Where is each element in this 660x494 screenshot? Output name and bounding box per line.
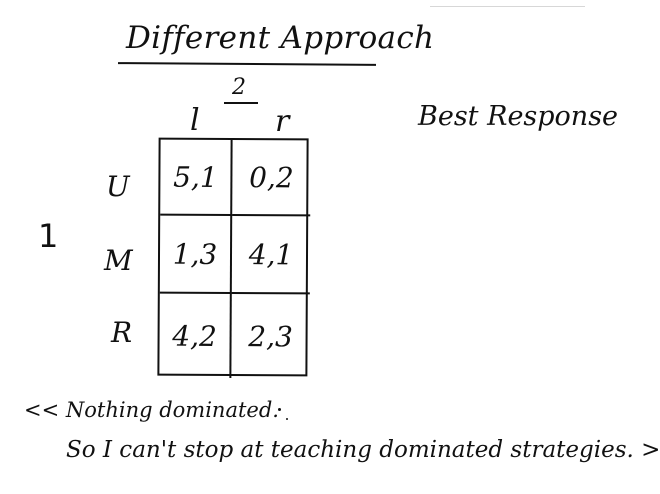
payoff-cell-u-r: 0,2 <box>232 139 311 217</box>
payoff-cell-m-r: 4,1 <box>231 215 311 295</box>
title-underline <box>117 62 377 66</box>
payoff-cell-r-r: 2,3 <box>248 319 293 353</box>
row-label-r: R <box>111 316 133 349</box>
payoff-cell-u-l: 5,1 <box>160 139 233 216</box>
column-label-r: r <box>275 104 290 139</box>
row-label-u: U <box>106 170 130 203</box>
player-2-underline <box>224 102 258 104</box>
note-line-1: << Nothing dominated. <box>24 398 279 422</box>
payoff-matrix: 5,1 0,2 1,3 4,1 4,2 2,3 <box>157 137 311 378</box>
player-2-label: 2 <box>232 75 246 100</box>
payoff-cell-m-l: 1,3 <box>159 215 233 294</box>
slide-title: Different Approach <box>126 20 435 56</box>
best-response-label: Best Response <box>418 101 619 132</box>
player-1-label: 1 <box>38 217 59 255</box>
note-line-2: So I can't stop at teaching dominated st… <box>66 437 660 463</box>
top-faint-line <box>430 6 585 7</box>
note-dot <box>278 408 281 411</box>
row-label-m: M <box>104 244 133 277</box>
note-dot-small <box>286 418 288 420</box>
payoff-cell-r-l: 4,2 <box>159 293 232 378</box>
column-label-l: l <box>190 103 200 138</box>
